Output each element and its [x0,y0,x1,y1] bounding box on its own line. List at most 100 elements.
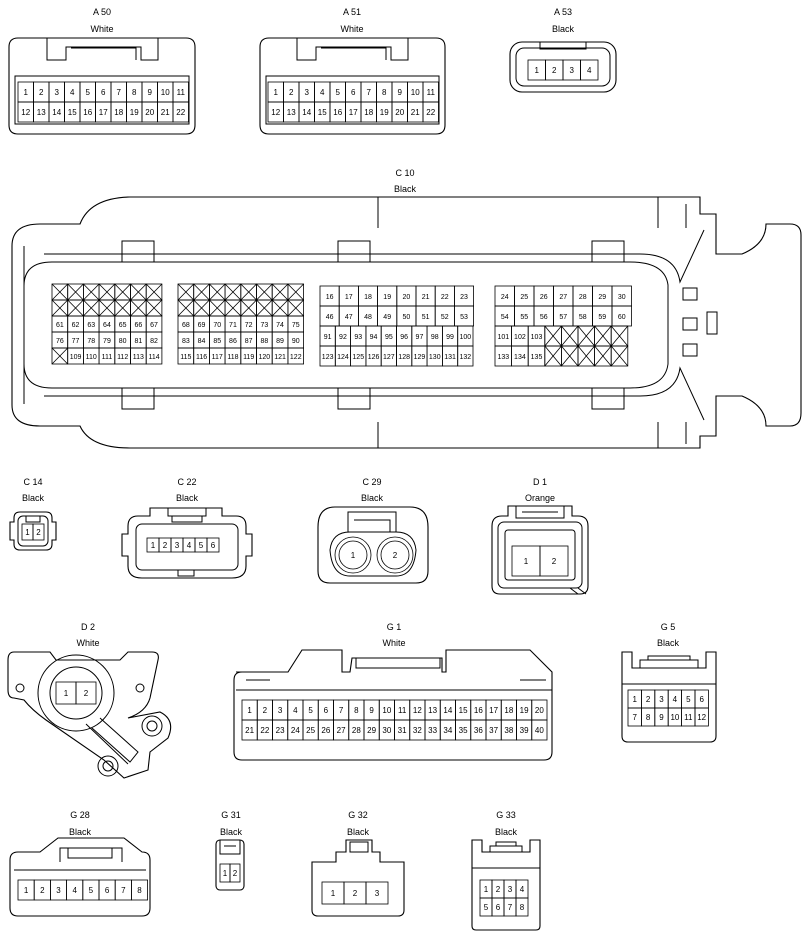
pin-number: 7 [339,706,344,715]
pin-number: 64 [103,322,111,329]
pin-number: 87 [245,338,253,345]
connector-c29-name: C 29 [362,477,381,487]
pin-number: 93 [354,334,362,341]
pin-number: 9 [148,88,153,97]
pin-number: 22 [176,108,185,117]
pin-number: 5 [686,695,691,704]
pin-number: 1 [331,889,336,898]
pin-number: 49 [383,314,391,321]
pin-number: 7 [367,88,372,97]
pin-number: 116 [196,354,207,361]
pin-number: 27 [559,294,567,301]
pin-number: 2 [40,886,45,895]
pin-number: 24 [291,726,300,735]
pin-number: 3 [659,695,664,704]
pin-number: 99 [446,334,454,341]
pin-number: 52 [441,314,449,321]
pin-number: 110 [86,354,97,361]
pin-number: 53 [460,314,468,321]
pin-number: 2 [233,869,238,878]
pin-number: 128 [398,354,410,361]
pin-cell: 2 [376,536,414,574]
connector-a53-color: Black [552,24,575,34]
pin-number: 85 [213,338,221,345]
pin-number: 12 [21,108,30,117]
pin-number: 131 [444,354,456,361]
pin-number: 29 [367,726,376,735]
pin-cell: 1 [334,536,372,574]
pin-number: 69 [198,322,206,329]
pin-number: 4 [587,66,592,75]
pin-number: 2 [496,885,501,894]
pin-number: 2 [393,551,398,560]
pin-number: 70 [213,322,221,329]
pin-number: 15 [459,706,468,715]
pin-number: 7 [121,886,126,895]
pin-number: 8 [520,903,525,912]
pin-cell: 6 [206,537,220,553]
pin-number: 24 [501,294,509,301]
pin-number: 2 [552,66,557,75]
pin-number: 13 [428,706,437,715]
pin-number: 115 [180,354,191,361]
pin-cell: 132 [457,345,474,367]
pin-number: 8 [646,713,651,722]
pin-number: 17 [489,706,498,715]
pin-number: 130 [429,354,441,361]
connector-c22-name: C 22 [177,477,196,487]
connector-d1-color: Orange [525,493,555,503]
pin-number: 109 [70,354,82,361]
pin-number: 31 [398,726,407,735]
pin-number: 68 [182,322,190,329]
pin-number: 10 [161,88,170,97]
pin-number: 89 [276,338,284,345]
pin-number: 5 [89,886,94,895]
pin-number: 114 [148,354,159,361]
pin-number: 2 [263,706,268,715]
connector-d2-name: D 2 [81,622,95,632]
connector-c22-housing [121,507,253,579]
pin-number: 40 [535,726,544,735]
pin-number: 25 [306,726,315,735]
pin-number: 7 [508,903,513,912]
pin-number: 57 [559,314,567,321]
pin-number: 12 [413,706,422,715]
pin-number: 16 [83,108,92,117]
pin-number: 20 [395,108,404,117]
pin-number: 122 [290,354,302,361]
pin-number: 88 [260,338,268,345]
pin-number: 119 [243,354,254,361]
pin-number: 14 [443,706,452,715]
pin-number: 22 [426,108,435,117]
pin-number: 2 [84,689,89,698]
pin-number: 25 [520,294,528,301]
pin-number: 102 [514,334,526,341]
pin-number: 1 [274,88,279,97]
pin-number: 26 [321,726,330,735]
pin-number: 2 [552,557,557,566]
pin-number: 86 [229,338,237,345]
pin-number: 22 [441,294,449,301]
pin-number: 1 [524,557,529,566]
pin-number: 17 [99,108,108,117]
pin-number: 111 [102,354,113,361]
pin-number: 129 [414,354,426,361]
connector-g5-name: G 5 [661,622,676,632]
pin-cell: 22 [172,101,189,123]
pin-number: 23 [460,294,468,301]
pin-number: 6 [699,695,704,704]
connector-g1-color: White [382,638,405,648]
pin-number: 135 [531,354,543,361]
